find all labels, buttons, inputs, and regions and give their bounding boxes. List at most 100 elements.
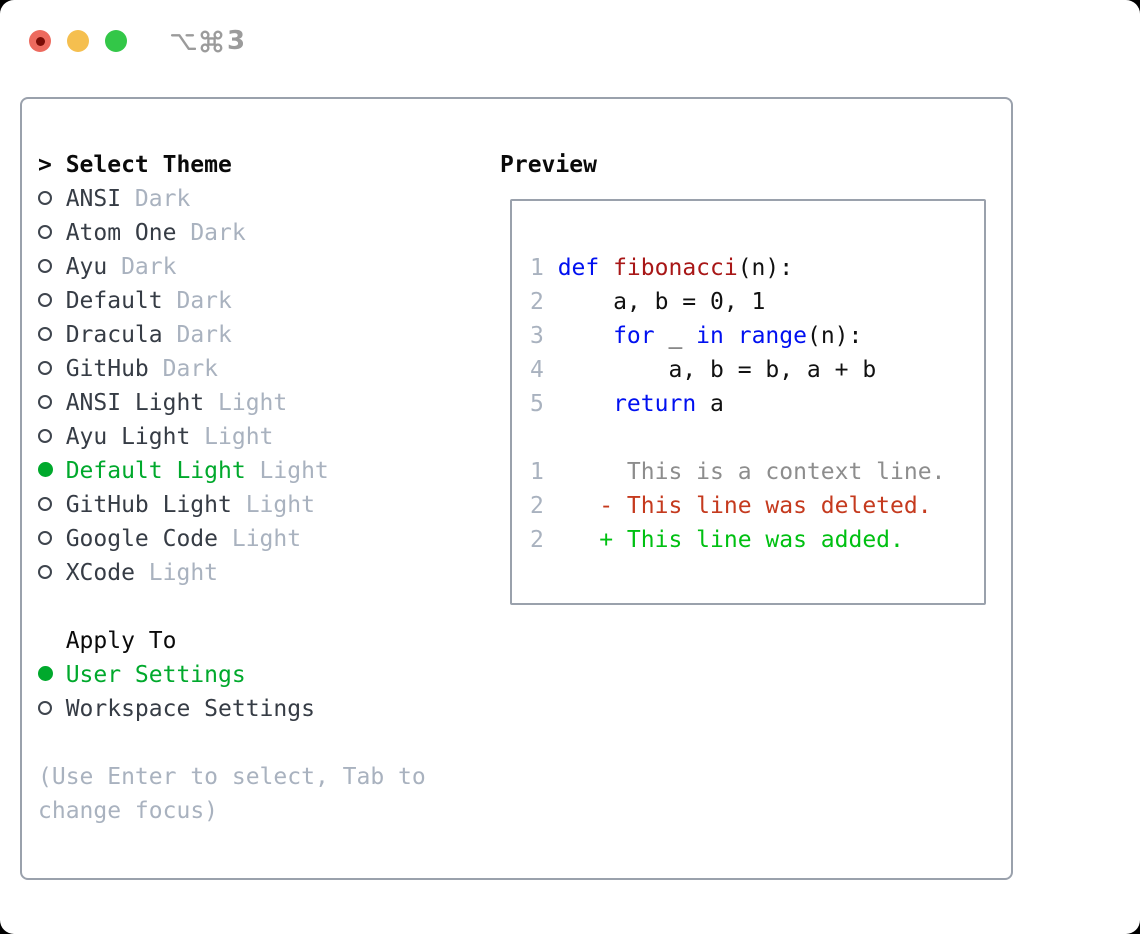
code-token: a (696, 391, 724, 417)
theme-option[interactable]: Google Code Light (38, 522, 426, 556)
line-number: 3 (530, 323, 544, 349)
code-blank-line (530, 421, 984, 455)
window-titlebar: 3 (29, 26, 245, 56)
code-token: + This line was added. (557, 527, 904, 553)
option-label: Default Light (65, 458, 246, 484)
maximize-button[interactable] (105, 30, 127, 52)
code-token: range (737, 323, 807, 349)
theme-option[interactable]: Atom One Dark (38, 216, 426, 250)
code-token: - This line was deleted. (557, 493, 932, 519)
theme-variant-label: Dark (134, 186, 191, 212)
help-text-line-1: (Use Enter to select, Tab to (38, 764, 426, 790)
radio-cell (38, 352, 66, 386)
option-label: GitHub (65, 356, 149, 382)
radio-cell (38, 454, 66, 488)
radio-cell (38, 250, 66, 284)
apply-to-header: Apply To (38, 624, 426, 658)
option-label: Ayu Light (65, 424, 191, 450)
radio-cell (38, 692, 66, 726)
code-line: 4 a, b = b, a + b (530, 353, 984, 387)
spacer (38, 590, 426, 624)
theme-option[interactable]: GitHub Dark (38, 352, 426, 386)
preview-title: Preview (500, 152, 597, 178)
record-dot-icon (35, 36, 45, 46)
radio-cell (38, 182, 66, 216)
code-line: 1 This is a context line. (530, 455, 984, 489)
option-label: Atom One (65, 220, 177, 246)
option-label: ANSI Light (65, 390, 205, 416)
code-line: 5 return a (530, 387, 984, 421)
code-token: (n): (737, 255, 794, 281)
option-key-icon (170, 33, 196, 50)
code-token: _ (654, 323, 697, 349)
minimize-button[interactable] (67, 30, 89, 52)
theme-option[interactable]: Dracula Dark (38, 318, 426, 352)
theme-option[interactable]: XCode Light (38, 556, 426, 590)
theme-variant-label: Dark (162, 356, 219, 382)
code-token: fibonacci (613, 255, 738, 281)
radio-icon (38, 497, 52, 511)
line-number: 2 (530, 493, 544, 519)
option-label: Workspace Settings (65, 696, 315, 722)
code-token: in (696, 323, 724, 349)
apply-to-option[interactable]: User Settings (38, 658, 426, 692)
radio-cell (38, 318, 66, 352)
close-button[interactable] (29, 30, 51, 52)
theme-variant-label: Dark (176, 322, 232, 348)
radio-icon (38, 259, 52, 273)
apply-to-option[interactable]: Workspace Settings (38, 692, 426, 726)
window-title: 3 (169, 26, 245, 56)
theme-variant-label: Light (245, 492, 315, 518)
theme-variant-label: Dark (190, 220, 246, 246)
line-number: 4 (530, 357, 544, 383)
line-number: 2 (530, 289, 544, 315)
radio-cell (38, 420, 66, 454)
radio-icon (38, 191, 52, 205)
radio-icon (38, 701, 52, 715)
option-label: XCode (65, 560, 135, 586)
theme-variant-label: Dark (121, 254, 177, 280)
code-token (558, 391, 613, 417)
radio-cell (38, 386, 66, 420)
code-token (558, 323, 613, 349)
radio-icon (38, 293, 52, 307)
radio-icon (38, 395, 52, 409)
theme-variant-label: Light (148, 560, 219, 586)
theme-variant-label: Dark (176, 288, 232, 314)
theme-option[interactable]: Ayu Dark (38, 250, 426, 284)
theme-option[interactable]: Ayu Light Light (38, 420, 426, 454)
code-token (724, 323, 738, 349)
theme-variant-label: Light (231, 526, 302, 552)
theme-option[interactable]: Default Light Light (38, 454, 426, 488)
theme-variant-label: Light (259, 458, 329, 484)
radio-icon (38, 327, 52, 341)
shortcut-digit: 3 (227, 26, 246, 56)
code-line: 2 - This line was deleted. (530, 489, 984, 523)
radio-cell (38, 556, 66, 590)
help-text-line-2: change focus) (38, 798, 219, 824)
radio-selected-icon (38, 666, 53, 681)
radio-icon (38, 361, 52, 375)
code-token: for (613, 323, 655, 349)
radio-cell (38, 488, 66, 522)
spacer (38, 726, 426, 760)
theme-variant-label: Light (204, 424, 274, 450)
line-number: 1 (530, 255, 544, 281)
option-label: Dracula (65, 322, 163, 348)
radio-cell (38, 522, 66, 556)
option-label: Google Code (65, 526, 219, 552)
code-line: 2 a, b = 0, 1 (530, 285, 984, 319)
option-label: Ayu (65, 254, 108, 280)
radio-icon (38, 225, 52, 239)
theme-selector-header: >Select Theme (38, 148, 426, 182)
theme-selector-title: Select Theme (65, 152, 232, 178)
